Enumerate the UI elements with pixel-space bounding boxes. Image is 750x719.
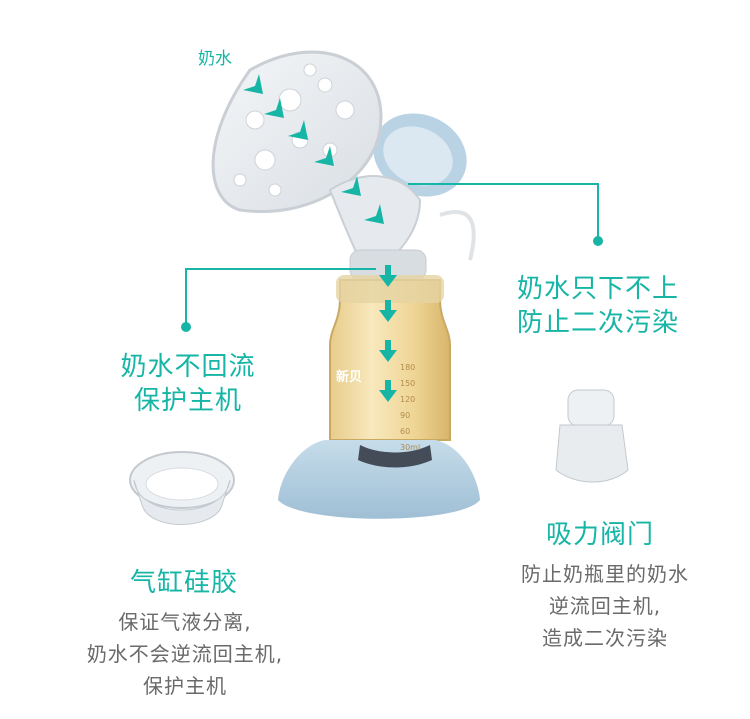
callout-line-left-v	[185, 268, 187, 324]
flow-label: 奶水	[198, 49, 232, 69]
motor-cap	[373, 113, 467, 197]
suction-valve-image	[555, 389, 629, 483]
part-right-title: 吸力阀门	[545, 520, 654, 550]
bottle	[329, 275, 451, 441]
callout-line-right-h	[408, 183, 598, 185]
bottle-brand: 新贝	[336, 370, 363, 385]
cylinder-silicone-image	[129, 451, 235, 525]
callout-left-text: 奶水不回流 保护主机	[120, 352, 256, 416]
part-left-desc: 保证气液分离, 奶水不会逆流回主机, 保护主机	[86, 610, 284, 698]
callout-line-left-h	[186, 268, 376, 270]
pump-base	[278, 440, 480, 519]
part-left-title: 气缸硅胶	[129, 568, 238, 598]
bottle-marks: 180 150 120 90 60 30ml	[400, 363, 421, 452]
part-right-desc: 防止奶瓶里的奶水 逆流回主机, 造成二次污染	[521, 562, 689, 650]
callout-dot-right	[593, 236, 603, 246]
flow-arrows	[243, 74, 397, 402]
callout-dot-left	[181, 322, 191, 332]
callout-right-text: 奶水只下不上 防止二次污染	[516, 274, 679, 338]
callout-line-right-v	[597, 183, 599, 238]
